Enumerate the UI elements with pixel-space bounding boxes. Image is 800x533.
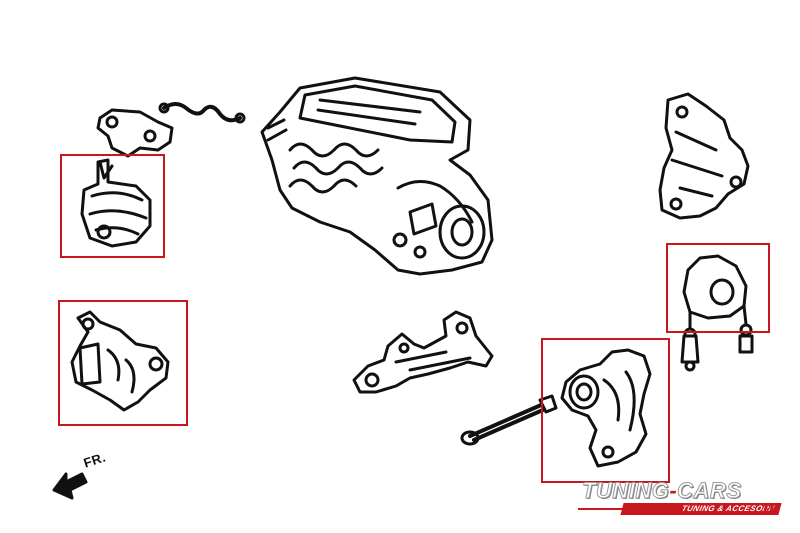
highlight-box-rear-mount xyxy=(541,338,670,483)
logo-wordmark: TUNING-CARS xyxy=(581,478,742,504)
upper-left-bracket xyxy=(96,108,174,158)
right-mount xyxy=(680,254,754,372)
front-direction-arrow xyxy=(52,472,88,500)
center-bracket xyxy=(352,310,494,394)
tuning-cars-logo: TUNING-CARS TUNING & ACCESORII xyxy=(578,478,784,520)
logo-underline xyxy=(578,508,626,510)
rear-mount xyxy=(560,348,652,468)
left-upper-mount xyxy=(80,158,152,248)
logo-stripes xyxy=(762,503,784,515)
torque-rod xyxy=(460,394,558,446)
wire-hose xyxy=(158,102,246,124)
engine-assembly xyxy=(260,76,494,276)
highlight-box-left-upper-mount xyxy=(60,154,165,258)
logo-hyphen: - xyxy=(669,478,678,503)
highlight-box-left-lower-mount xyxy=(58,300,188,426)
highlight-box-right-mount xyxy=(666,243,770,333)
logo-word-cars: CARS xyxy=(677,478,742,504)
left-lower-mount xyxy=(70,310,170,412)
logo-tagline: TUNING & ACCESORII xyxy=(620,503,782,515)
right-upper-bracket xyxy=(658,92,750,220)
logo-word-tuning: TUNING xyxy=(581,478,670,504)
